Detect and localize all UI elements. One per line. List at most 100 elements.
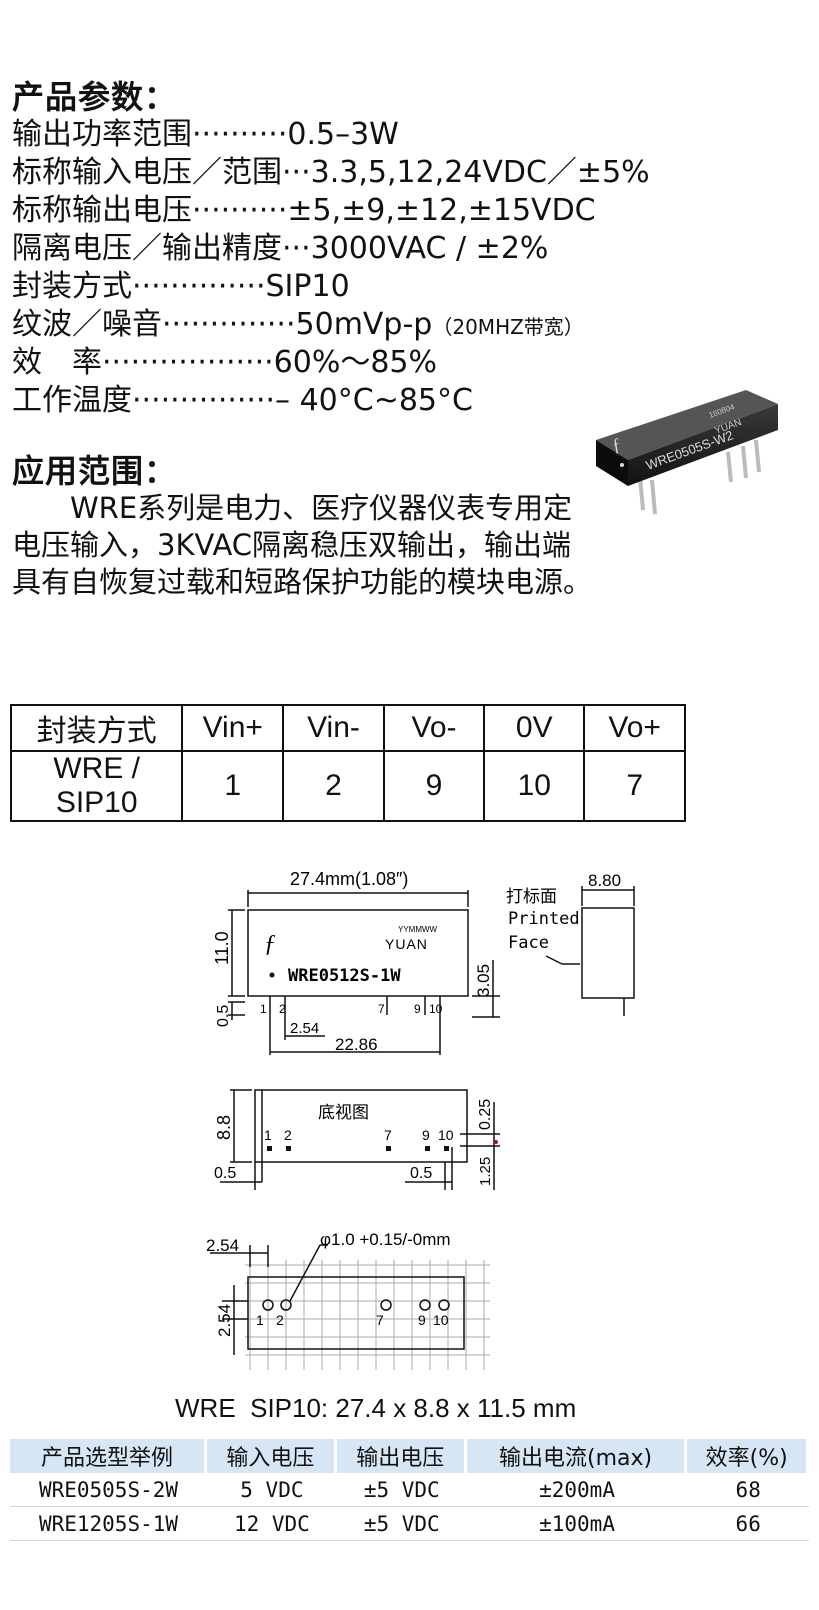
side-view-drawing: 8.80 打标面 Printed Face <box>506 871 635 1016</box>
pcb-pin-2: 2 <box>276 1312 284 1328</box>
pcb-pitch-y-label: 2.54 <box>215 1304 234 1337</box>
spec-value: – 40°C~85°C <box>275 383 473 418</box>
spec-row: 工作温度···············– 40°C~85°C <box>12 384 473 418</box>
selection-table-cell: 12 VDC <box>206 1507 337 1541</box>
spec-label: 隔离电压／输出精度 <box>12 231 282 266</box>
spec-row: 标称输出电压··········±5,±9,±12,±15VDC <box>12 194 596 228</box>
bottom-view-drawing: 底视图 8.8 0.5 0.5 0.25 1.25 1 2 7 9 10 <box>214 1089 500 1190</box>
side-face-label-en1: Printed <box>508 909 580 929</box>
spec-label: 标称输出电压 <box>12 193 192 228</box>
spec-row: 隔离电压／输出精度···3000VAC / ±2% <box>12 232 548 266</box>
spec-leader-dots: ·················· <box>102 345 274 380</box>
front-pitch-label: 2.54 <box>290 1020 319 1037</box>
front-brand: YUAN <box>385 936 428 952</box>
front-pin-10: 10 <box>429 1002 443 1016</box>
pin-table-cell: 7 <box>583 750 686 822</box>
front-view-drawing: 27.4mm(1.08″) 11.0 0.5 3.05 2.54 22.86 Y… <box>212 869 500 1055</box>
front-offset-label: 3.05 <box>474 964 493 997</box>
selection-table-cell: ±200mA <box>466 1473 688 1507</box>
spec-value: SIP10 <box>265 269 350 304</box>
front-model: WRE0512S-1W <box>288 966 401 986</box>
spec-leader-dots: ··· <box>282 155 311 190</box>
selection-table-header: 产品选型举例 <box>10 1439 207 1473</box>
bottom-pin-2: 2 <box>284 1127 292 1143</box>
spec-row: 标称输入电压／范围···3.3,5,12,24VDC／±5% <box>12 156 650 190</box>
bottom-height-label: 8.8 <box>214 1115 234 1140</box>
spec-label: 标称输入电压／范围 <box>12 155 282 190</box>
front-height-label: 11.0 <box>212 931 232 965</box>
spec-leader-dots: ··· <box>282 231 311 266</box>
front-pin-7: 7 <box>378 1002 385 1016</box>
selection-table-cell: ±100mA <box>466 1507 688 1541</box>
pin-table-header: 0V <box>483 704 586 752</box>
application-text: WRE系列是电力、医疗仪器仪表专用定电压输入，3KVAC隔离稳压双输出，输出端具… <box>12 491 593 599</box>
front-datecode: YYMMWW <box>398 925 438 934</box>
pin-table-cell: WRE / SIP10 <box>9 750 184 822</box>
pcb-layout-drawing: 2.54 2.54 φ1.0 +0.15/-0mm 1 2 7 9 10 <box>206 1230 490 1370</box>
selection-table-cell: ±5 VDC <box>336 1507 467 1541</box>
pcb-pitch-x-label: 2.54 <box>206 1236 239 1255</box>
bottom-pin-1: 1 <box>264 1127 272 1143</box>
spec-row: 纹波／噪音··············50mVp-p（20MHZ带宽） <box>12 308 584 344</box>
pcb-pin-9: 9 <box>418 1312 426 1328</box>
spec-value: 50mVp-p <box>295 307 433 342</box>
spec-value: 60%～85% <box>273 345 438 380</box>
product-photo: WRE0505S-W2 YUAN 160804 ƒ <box>596 390 778 515</box>
spec-value: ±5,±9,±12,±15VDC <box>287 193 596 228</box>
pin-table-header: Vo+ <box>583 704 686 752</box>
application-heading: 应用范围： <box>12 452 178 490</box>
bottom-pin-dia-label: 0.25 <box>477 1099 494 1130</box>
spec-row: 效 率··················60%～85% <box>12 346 437 380</box>
spec-label: 封装方式 <box>12 269 132 304</box>
bottom-title: 底视图 <box>318 1103 369 1122</box>
side-face-label-en2: Face <box>508 933 549 953</box>
spec-value: 3000VAC / ±2% <box>310 231 549 266</box>
pin-table-header: Vo- <box>382 704 486 752</box>
spec-label: 效 率 <box>12 345 102 380</box>
bottom-offset-left-label: 0.5 <box>214 1165 236 1182</box>
side-face-label-cn: 打标面 <box>506 887 557 906</box>
spec-leader-dots: ·········· <box>192 193 288 228</box>
pcb-pin-10: 10 <box>433 1312 449 1328</box>
bottom-pin-7: 7 <box>384 1127 392 1143</box>
pin-table-header: Vin- <box>282 704 385 752</box>
selection-table-cell: ±5 VDC <box>336 1473 467 1507</box>
spec-row: 输出功率范围··········0.5–3W <box>12 118 399 152</box>
spec-row: 封装方式··············SIP10 <box>12 270 350 304</box>
front-logo-icon: ƒ <box>264 931 276 957</box>
bottom-pin-9: 9 <box>422 1127 430 1143</box>
spec-leader-dots: ·········· <box>192 117 288 152</box>
front-pinlen-label: 0.5 <box>215 1005 232 1027</box>
pin-table-cell: 9 <box>382 750 486 822</box>
spec-value: 3.3,5,12,24VDC／±5% <box>310 155 650 190</box>
side-width-label: 8.80 <box>588 871 621 890</box>
pcb-hole-spec: φ1.0 +0.15/-0mm <box>320 1230 451 1249</box>
pin-table-cell: 2 <box>282 750 385 822</box>
selection-table-header: 效率(%) <box>687 1439 809 1473</box>
selection-table-header: 输出电压 <box>336 1439 467 1473</box>
front-span-label: 22.86 <box>335 1035 378 1054</box>
spec-label: 工作温度 <box>12 383 132 418</box>
selection-table-cell: 5 VDC <box>206 1473 337 1507</box>
spec-label: 输出功率范围 <box>12 117 192 152</box>
pin-table-cell: 1 <box>181 750 285 822</box>
spec-leader-dots: ··············· <box>132 383 276 418</box>
params-heading: 产品参数： <box>12 78 178 116</box>
front-pin-9: 9 <box>414 1002 421 1016</box>
front-pin-2: 2 <box>279 1002 286 1016</box>
spec-label: 纹波／噪音 <box>12 307 162 342</box>
pin-table-header: 封装方式 <box>9 704 184 752</box>
selection-table-cell: WRE1205S-1W <box>10 1507 207 1541</box>
pcb-pin-7: 7 <box>376 1312 384 1328</box>
pin-table-cell: 10 <box>483 750 586 822</box>
selection-table-cell: 66 <box>687 1507 809 1541</box>
bottom-pin-10: 10 <box>438 1127 454 1143</box>
spec-leader-dots: ·············· <box>162 307 296 342</box>
drawing-caption: WRE SIP10: 27.4 x 8.8 x 11.5 mm <box>175 1393 577 1423</box>
pcb-pin-1: 1 <box>256 1312 264 1328</box>
selection-table: 产品选型举例输入电压输出电压输出电流(max)效率(%) WRE0505S-2W… <box>10 1439 809 1541</box>
selection-table-header: 输出电流(max) <box>466 1439 688 1473</box>
